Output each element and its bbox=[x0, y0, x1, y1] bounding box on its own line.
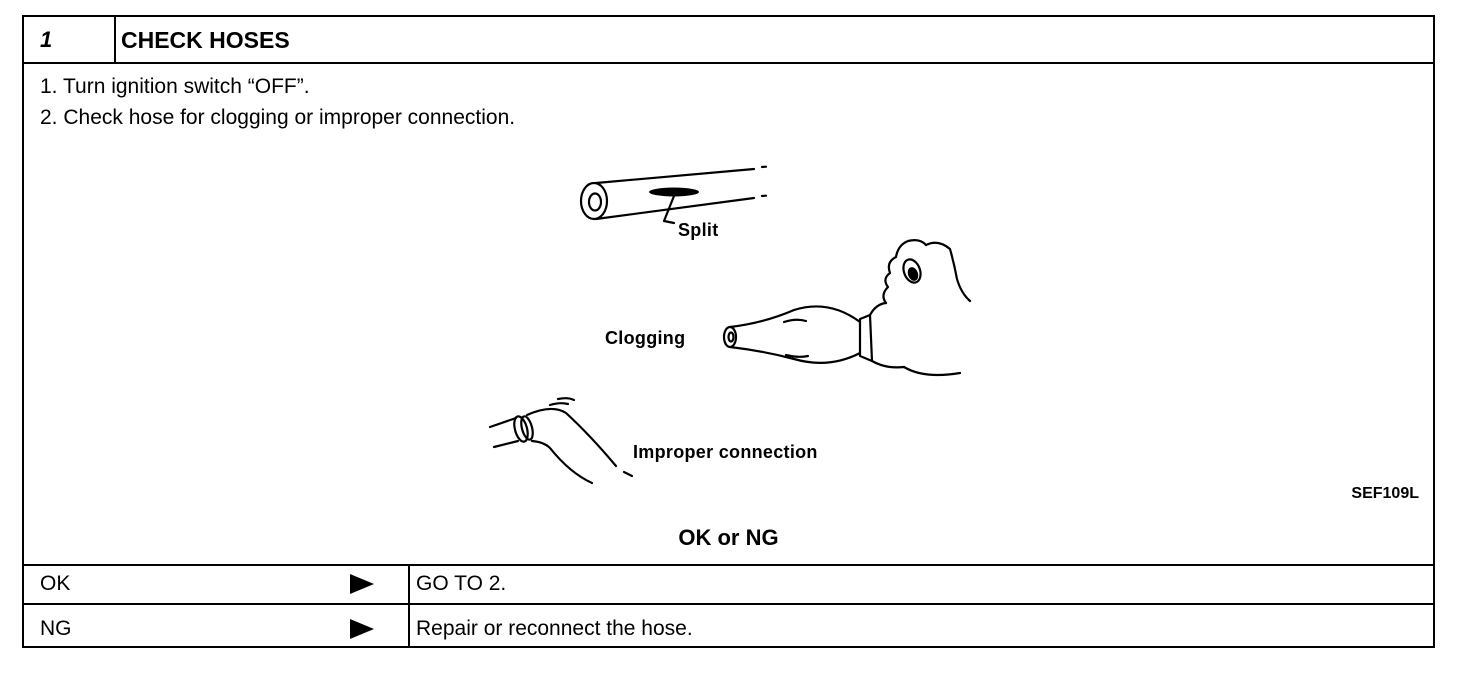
decision-bottom-rule bbox=[24, 564, 1433, 566]
result-ok-label: OK bbox=[40, 572, 71, 595]
split-label: Split bbox=[678, 220, 719, 240]
improper-connection-label: Improper connection bbox=[633, 442, 818, 462]
header-bottom-rule bbox=[24, 62, 1433, 64]
arrow-right-icon bbox=[350, 574, 374, 594]
instruction-2: 2. Check hose for clogging or improper c… bbox=[40, 106, 516, 129]
ok-or-ng-heading: OK or NG bbox=[678, 525, 779, 550]
check-hoses-procedure-table: 1 CHECK HOSES 1. Turn ignition switch “O… bbox=[22, 15, 1435, 648]
result-ng-action: Repair or reconnect the hose. bbox=[416, 617, 693, 640]
instruction-1: 1. Turn ignition switch “OFF”. bbox=[40, 75, 310, 98]
step-title: CHECK HOSES bbox=[121, 27, 290, 53]
clogging-label: Clogging bbox=[605, 328, 686, 348]
arrow-right-icon bbox=[350, 619, 374, 639]
header-divider bbox=[114, 17, 116, 64]
illustration-code: SEF109L bbox=[1351, 485, 1419, 502]
result-ok-action: GO TO 2. bbox=[416, 572, 507, 595]
split-hose-drawing bbox=[579, 165, 768, 225]
results-divider bbox=[408, 564, 410, 648]
result-ng-label: NG bbox=[40, 617, 72, 640]
clogging-hose-drawing bbox=[722, 239, 972, 377]
hose-check-illustration bbox=[488, 165, 972, 485]
improper-connection-drawing bbox=[488, 397, 634, 485]
results-row-rule bbox=[24, 603, 1433, 605]
step-number: 1 bbox=[40, 27, 53, 52]
